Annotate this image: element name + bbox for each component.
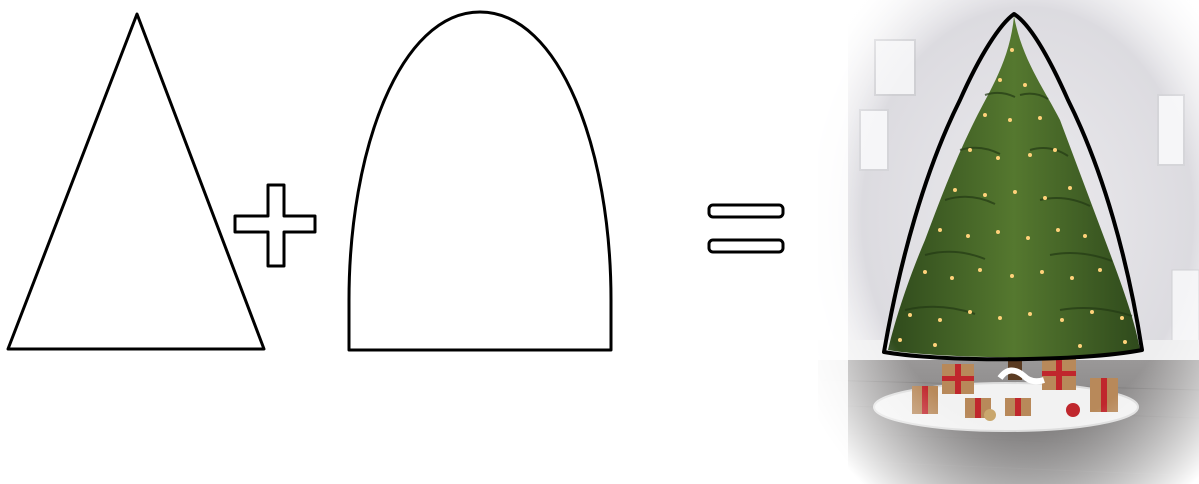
triangle-icon (8, 14, 264, 349)
arch-icon (349, 12, 611, 350)
plus-icon (235, 185, 315, 266)
christmas-tree-photo (818, 0, 1199, 484)
equals-icon (709, 205, 783, 252)
